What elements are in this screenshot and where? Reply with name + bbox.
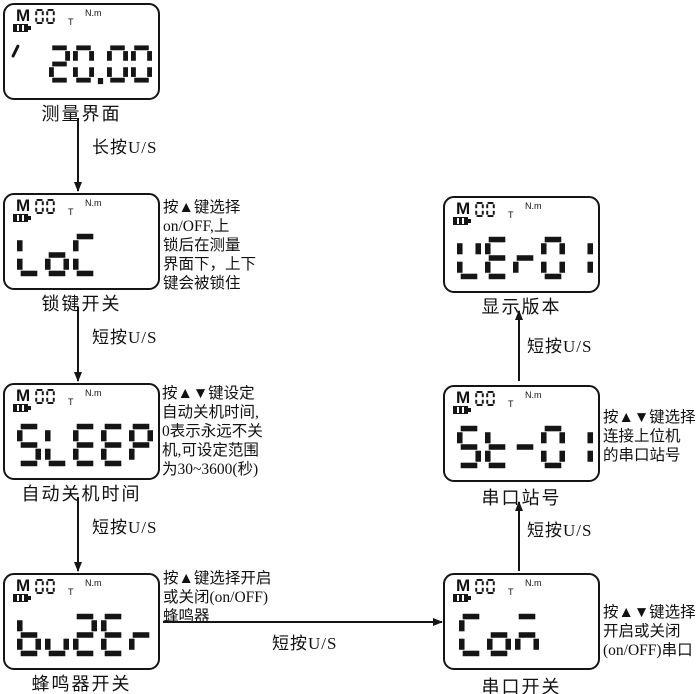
- lcd-value: [457, 236, 593, 280]
- battery-icon: [13, 404, 31, 412]
- mode-digits: [475, 202, 495, 217]
- battery-icon: [13, 214, 31, 222]
- mode-indicator: M: [16, 196, 31, 215]
- arrow-label-short-press: 短按U/S: [92, 518, 158, 537]
- mode-indicator: M: [16, 6, 31, 25]
- arrow-lock-to-sleep: [77, 307, 79, 381]
- mode-indicator: M: [456, 576, 471, 595]
- t-indicator: T: [68, 17, 74, 27]
- mode-digits: [35, 389, 55, 404]
- arrow-label-short-press: 短按U/S: [272, 634, 338, 653]
- arrow-label-short-press: 短按U/S: [527, 521, 593, 540]
- mode-indicator: M: [16, 386, 31, 405]
- mode-digits: [475, 579, 495, 594]
- lcd-value: [459, 613, 539, 657]
- mode-digits: [475, 391, 495, 406]
- caption-version: 显示版本: [481, 297, 562, 317]
- mode-digits: [35, 579, 55, 594]
- battery-icon: [13, 24, 31, 32]
- lcd-value: [17, 423, 153, 467]
- unit-label: N.m: [525, 201, 542, 211]
- battery-icon: [453, 217, 471, 225]
- annotation-buzzer: 按▲键选择开启 或关闭(on/OFF) 蜂鸣器: [163, 570, 272, 625]
- mode-digits: [35, 199, 55, 214]
- arrow-sleep-to-buzzer: [77, 497, 79, 571]
- lcd-value: [49, 40, 152, 88]
- battery-icon: [453, 594, 471, 602]
- caption-buzzer: 蜂鸣器开关: [31, 674, 132, 694]
- arrow-serial-switch-to-station: [518, 502, 520, 571]
- unit-label: N.m: [85, 388, 102, 398]
- arrow-station-to-version: [518, 311, 520, 381]
- lcd-value: [457, 425, 593, 469]
- lcd-panel-version: M T N.m: [443, 196, 600, 293]
- annotation-lock: 按▲键选择 on/OFF,上 锁后在测量 界面下，上下 键会被锁住: [163, 199, 257, 292]
- arrow-label-long-press: 长按U/S: [92, 138, 158, 157]
- lcd-value: [17, 613, 153, 657]
- t-indicator: T: [68, 397, 74, 407]
- annotation-serial-station: 按▲▼键选择 连接上位机 的串口站号: [603, 409, 696, 464]
- lcd-panel-buzzer: M T N.m: [3, 573, 160, 670]
- caption-lock: 锁键开关: [41, 294, 122, 314]
- battery-icon: [453, 406, 471, 414]
- arrow-measure-to-lock: [77, 118, 79, 191]
- unit-label: N.m: [525, 578, 542, 588]
- lcd-panel-measure: M T N.m: [3, 3, 160, 100]
- arrow-buzzer-to-serial-switch: [163, 621, 442, 623]
- lcd-panel-serial-switch: M T N.m: [443, 573, 600, 670]
- caption-measure: 测量界面: [41, 104, 122, 124]
- annotation-serial-switch: 按▲▼键选择 开启或关闭 (on/OFF)串口: [603, 604, 696, 659]
- arrow-label-short-press: 短按U/S: [527, 337, 593, 356]
- arrow-label-short-press: 短按U/S: [92, 328, 158, 347]
- mode-indicator: M: [456, 388, 471, 407]
- mode-digits: [35, 9, 55, 24]
- lcd-value: [17, 233, 97, 277]
- mode-indicator: M: [456, 199, 471, 218]
- t-indicator: T: [508, 399, 514, 409]
- lcd-panel-serial-station: M T N.m: [443, 385, 600, 482]
- lcd-panel-sleep: M T N.m: [3, 383, 160, 480]
- caption-sleep: 自动关机时间: [21, 484, 142, 504]
- lcd-panel-lock: M T N.m: [3, 193, 160, 290]
- caption-serial-switch: 串口开关: [481, 677, 562, 694]
- t-indicator: T: [68, 207, 74, 217]
- t-indicator: T: [508, 210, 514, 220]
- mode-indicator: M: [16, 576, 31, 595]
- battery-icon: [13, 594, 31, 602]
- unit-label: N.m: [85, 8, 102, 18]
- peak-indicator-icon: [11, 44, 20, 58]
- unit-label: N.m: [525, 390, 542, 400]
- t-indicator: T: [68, 587, 74, 597]
- annotation-sleep: 按▲▼键设定 自动关机时间, 0表示永远不关 机,可设定范围 为30~3600(…: [162, 385, 263, 478]
- unit-label: N.m: [85, 198, 102, 208]
- t-indicator: T: [508, 587, 514, 597]
- unit-label: N.m: [85, 578, 102, 588]
- caption-serial-station: 串口站号: [481, 488, 562, 508]
